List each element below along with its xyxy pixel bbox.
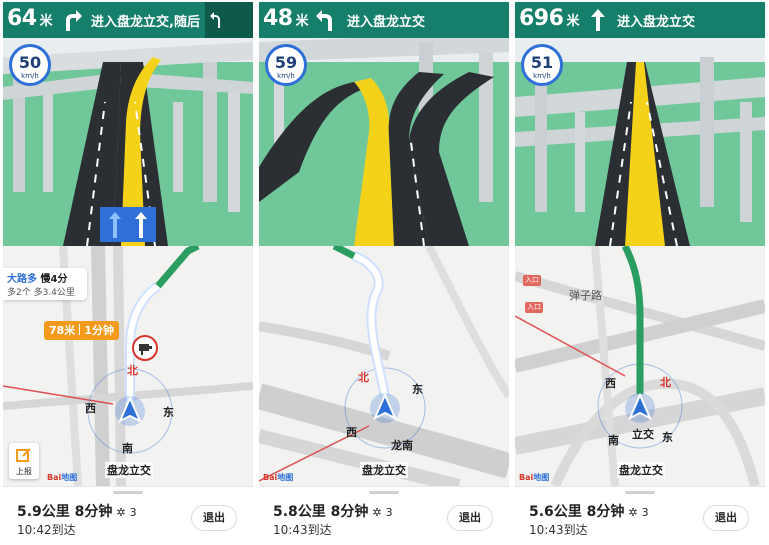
entrance-marker: 入口: [525, 302, 543, 313]
next-road-name: 进入盘龙立交: [617, 15, 696, 30]
baidu-map-logo: Bai地图: [47, 473, 78, 482]
speed-indicator: 50 km/h: [9, 44, 51, 86]
interchange-center-label: 立交: [632, 428, 654, 441]
speed-indicator: 51 km/h: [521, 44, 563, 86]
vehicle-position-icon: [370, 392, 400, 423]
route-map[interactable]: [259, 246, 509, 486]
eta-text: 10:43到达: [273, 523, 332, 537]
eta-text: 10:43到达: [529, 523, 588, 537]
place-label: 盘龙立交: [617, 462, 665, 478]
drag-handle[interactable]: [113, 491, 143, 494]
straight-lane-icon: [135, 212, 147, 238]
turn-right-arrow-icon: [66, 10, 82, 31]
next-road-name: 进入盘龙立交: [347, 15, 426, 30]
vehicle-position-icon: [625, 392, 655, 423]
edit-icon: [16, 448, 31, 462]
compass-east: 东: [662, 431, 673, 444]
3d-junction-view: [3, 2, 253, 246]
vehicle-position-icon: [115, 395, 145, 426]
trip-summary-bar: 5.8公里 8分钟✲3 10:43到达 退出: [259, 486, 509, 543]
entrance-marker: 入口: [523, 275, 541, 286]
speed-camera-icon: [132, 335, 158, 361]
trip-summary: 5.8公里 8分钟✲3: [273, 504, 393, 520]
3d-junction-view: [515, 2, 765, 246]
drag-handle[interactable]: [625, 491, 655, 494]
compass-south: 南: [608, 434, 619, 447]
baidu-map-logo: Bai地图: [519, 473, 550, 482]
exit-button[interactable]: 退出: [191, 505, 237, 531]
report-button[interactable]: 上报: [9, 443, 39, 479]
exit-button[interactable]: 退出: [703, 505, 749, 531]
compass-south: 龙南: [391, 439, 413, 452]
compass-north: 北: [127, 364, 138, 377]
compass-north: 北: [660, 376, 671, 389]
straight-right-lane-icon: [109, 212, 121, 238]
place-label: 盘龙立交: [360, 462, 408, 478]
trip-summary-bar: 5.9公里 8分钟✲3 10:42到达 退出: [3, 486, 253, 543]
next-road-name: 进入盘龙立交,随后: [91, 15, 200, 30]
compass-west: 西: [346, 426, 357, 439]
exit-button[interactable]: 退出: [447, 505, 493, 531]
turn-left-small-icon: [210, 12, 220, 28]
route-map[interactable]: [515, 246, 765, 486]
trip-summary: 5.9公里 8分钟✲3: [17, 504, 137, 520]
straight-arrow-icon: [591, 9, 605, 31]
drag-handle[interactable]: [369, 491, 399, 494]
compass-north: 北: [358, 371, 369, 384]
eta-text: 10:42到达: [17, 523, 76, 537]
alternate-route-card[interactable]: 大路多 慢4分 多2个 多3.4公里: [3, 268, 87, 300]
turn-left-arrow-icon: [316, 10, 332, 31]
road-label: 弹子路: [569, 289, 602, 302]
trip-summary: 5.6公里 8分钟✲3: [529, 504, 649, 520]
traffic-light-icon: ✲: [372, 506, 382, 519]
lane-guidance: [100, 207, 156, 242]
compass-south: 南: [122, 442, 133, 455]
compass-east: 东: [163, 406, 174, 419]
traffic-light-icon: ✲: [628, 506, 638, 519]
next-turn-box: [205, 2, 253, 38]
place-label: 盘龙立交: [105, 462, 153, 478]
compass-east: 东: [412, 383, 423, 396]
traffic-light-icon: ✲: [116, 506, 126, 519]
3d-junction-view: [259, 2, 509, 246]
compass-west: 西: [605, 377, 616, 390]
compass-west: 西: [85, 402, 96, 415]
trip-summary-bar: 5.6公里 8分钟✲3 10:43到达 退出: [515, 486, 765, 543]
speed-indicator: 59 km/h: [265, 44, 307, 86]
baidu-map-logo: Bai地图: [263, 473, 294, 482]
